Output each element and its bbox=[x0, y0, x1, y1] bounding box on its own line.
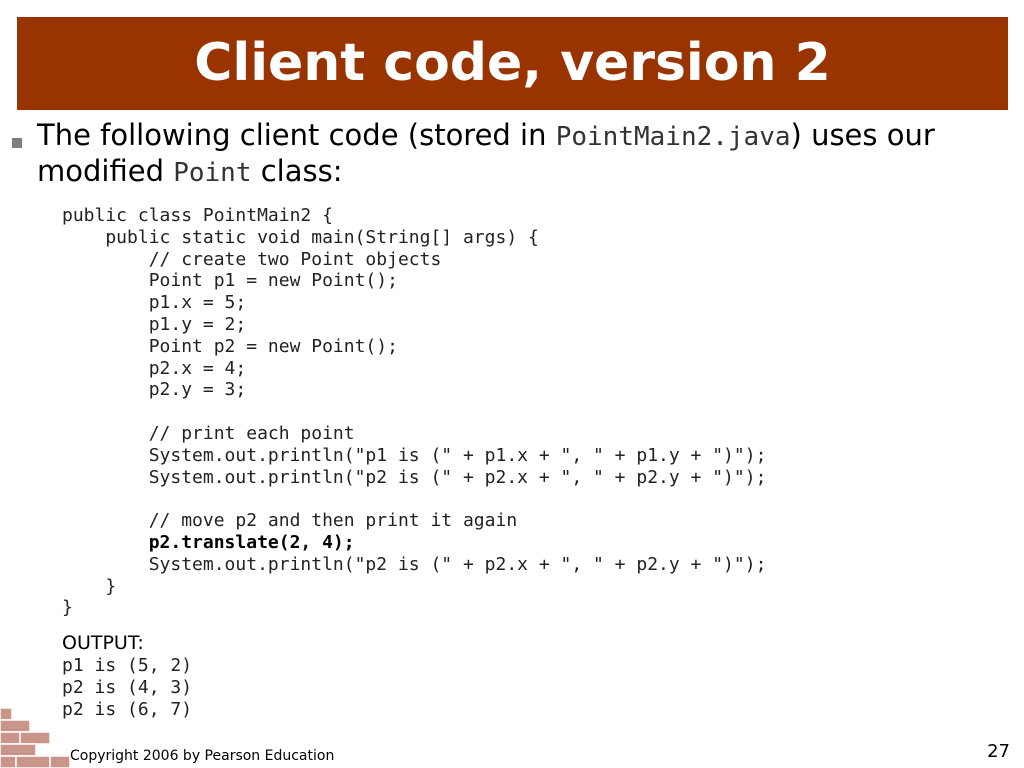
code-line: public class PointMain2 { bbox=[62, 205, 333, 226]
bullet-text-part3: class: bbox=[251, 154, 343, 188]
code-line: // print each point bbox=[62, 422, 355, 444]
bricks-decoration-icon bbox=[0, 708, 70, 768]
code-line: } bbox=[62, 597, 73, 619]
code-line: System.out.println("p2 is (" + p2.x + ",… bbox=[62, 466, 767, 488]
slide-title: Client code, version 2 bbox=[194, 33, 831, 93]
bullet-text-part2: ) uses our modified bbox=[37, 118, 935, 188]
classname-code: Point bbox=[173, 158, 252, 188]
code-line: p2.y = 3; bbox=[62, 379, 247, 401]
code-line: System.out.println("p1 is (" + p1.x + ",… bbox=[62, 444, 767, 466]
bullet-point: The following client code (stored in Poi… bbox=[12, 118, 992, 190]
code-line: } bbox=[62, 575, 117, 597]
code-line: p1.y = 2; bbox=[62, 313, 247, 335]
output-line: p1 is (5, 2) bbox=[62, 655, 193, 676]
output-label: OUTPUT: bbox=[62, 632, 144, 654]
code-block: public class PointMain2 { public static … bbox=[62, 205, 766, 619]
code-line: // create two Point objects bbox=[62, 248, 442, 270]
code-line: p2.translate(2, 4); bbox=[62, 531, 355, 553]
output-block: p1 is (5, 2)p2 is (4, 3)p2 is (6, 7) bbox=[62, 655, 192, 720]
code-line bbox=[62, 488, 766, 510]
code-line: p2.x = 4; bbox=[62, 357, 247, 379]
code-line: // move p2 and then print it again bbox=[62, 510, 518, 532]
title-bar: Client code, version 2 bbox=[17, 17, 1008, 110]
code-line: p1.x = 5; bbox=[62, 292, 247, 314]
filename-code: PointMain2.java bbox=[555, 122, 791, 152]
code-line bbox=[62, 401, 766, 423]
bullet-text-part1: The following client code (stored in bbox=[37, 118, 556, 152]
code-line: Point p1 = new Point(); bbox=[62, 270, 398, 292]
output-line: p2 is (4, 3) bbox=[62, 676, 193, 698]
page-number: 27 bbox=[987, 741, 1010, 762]
code-line: System.out.println("p2 is (" + p2.x + ",… bbox=[62, 553, 767, 575]
code-line: public static void main(String[] args) { bbox=[62, 226, 539, 248]
square-bullet-icon bbox=[12, 138, 22, 148]
copyright-text: Copyright 2006 by Pearson Education bbox=[70, 748, 335, 764]
code-line: Point p2 = new Point(); bbox=[62, 335, 398, 357]
bullet-text: The following client code (stored in Poi… bbox=[12, 118, 992, 190]
output-line: p2 is (6, 7) bbox=[62, 698, 193, 720]
